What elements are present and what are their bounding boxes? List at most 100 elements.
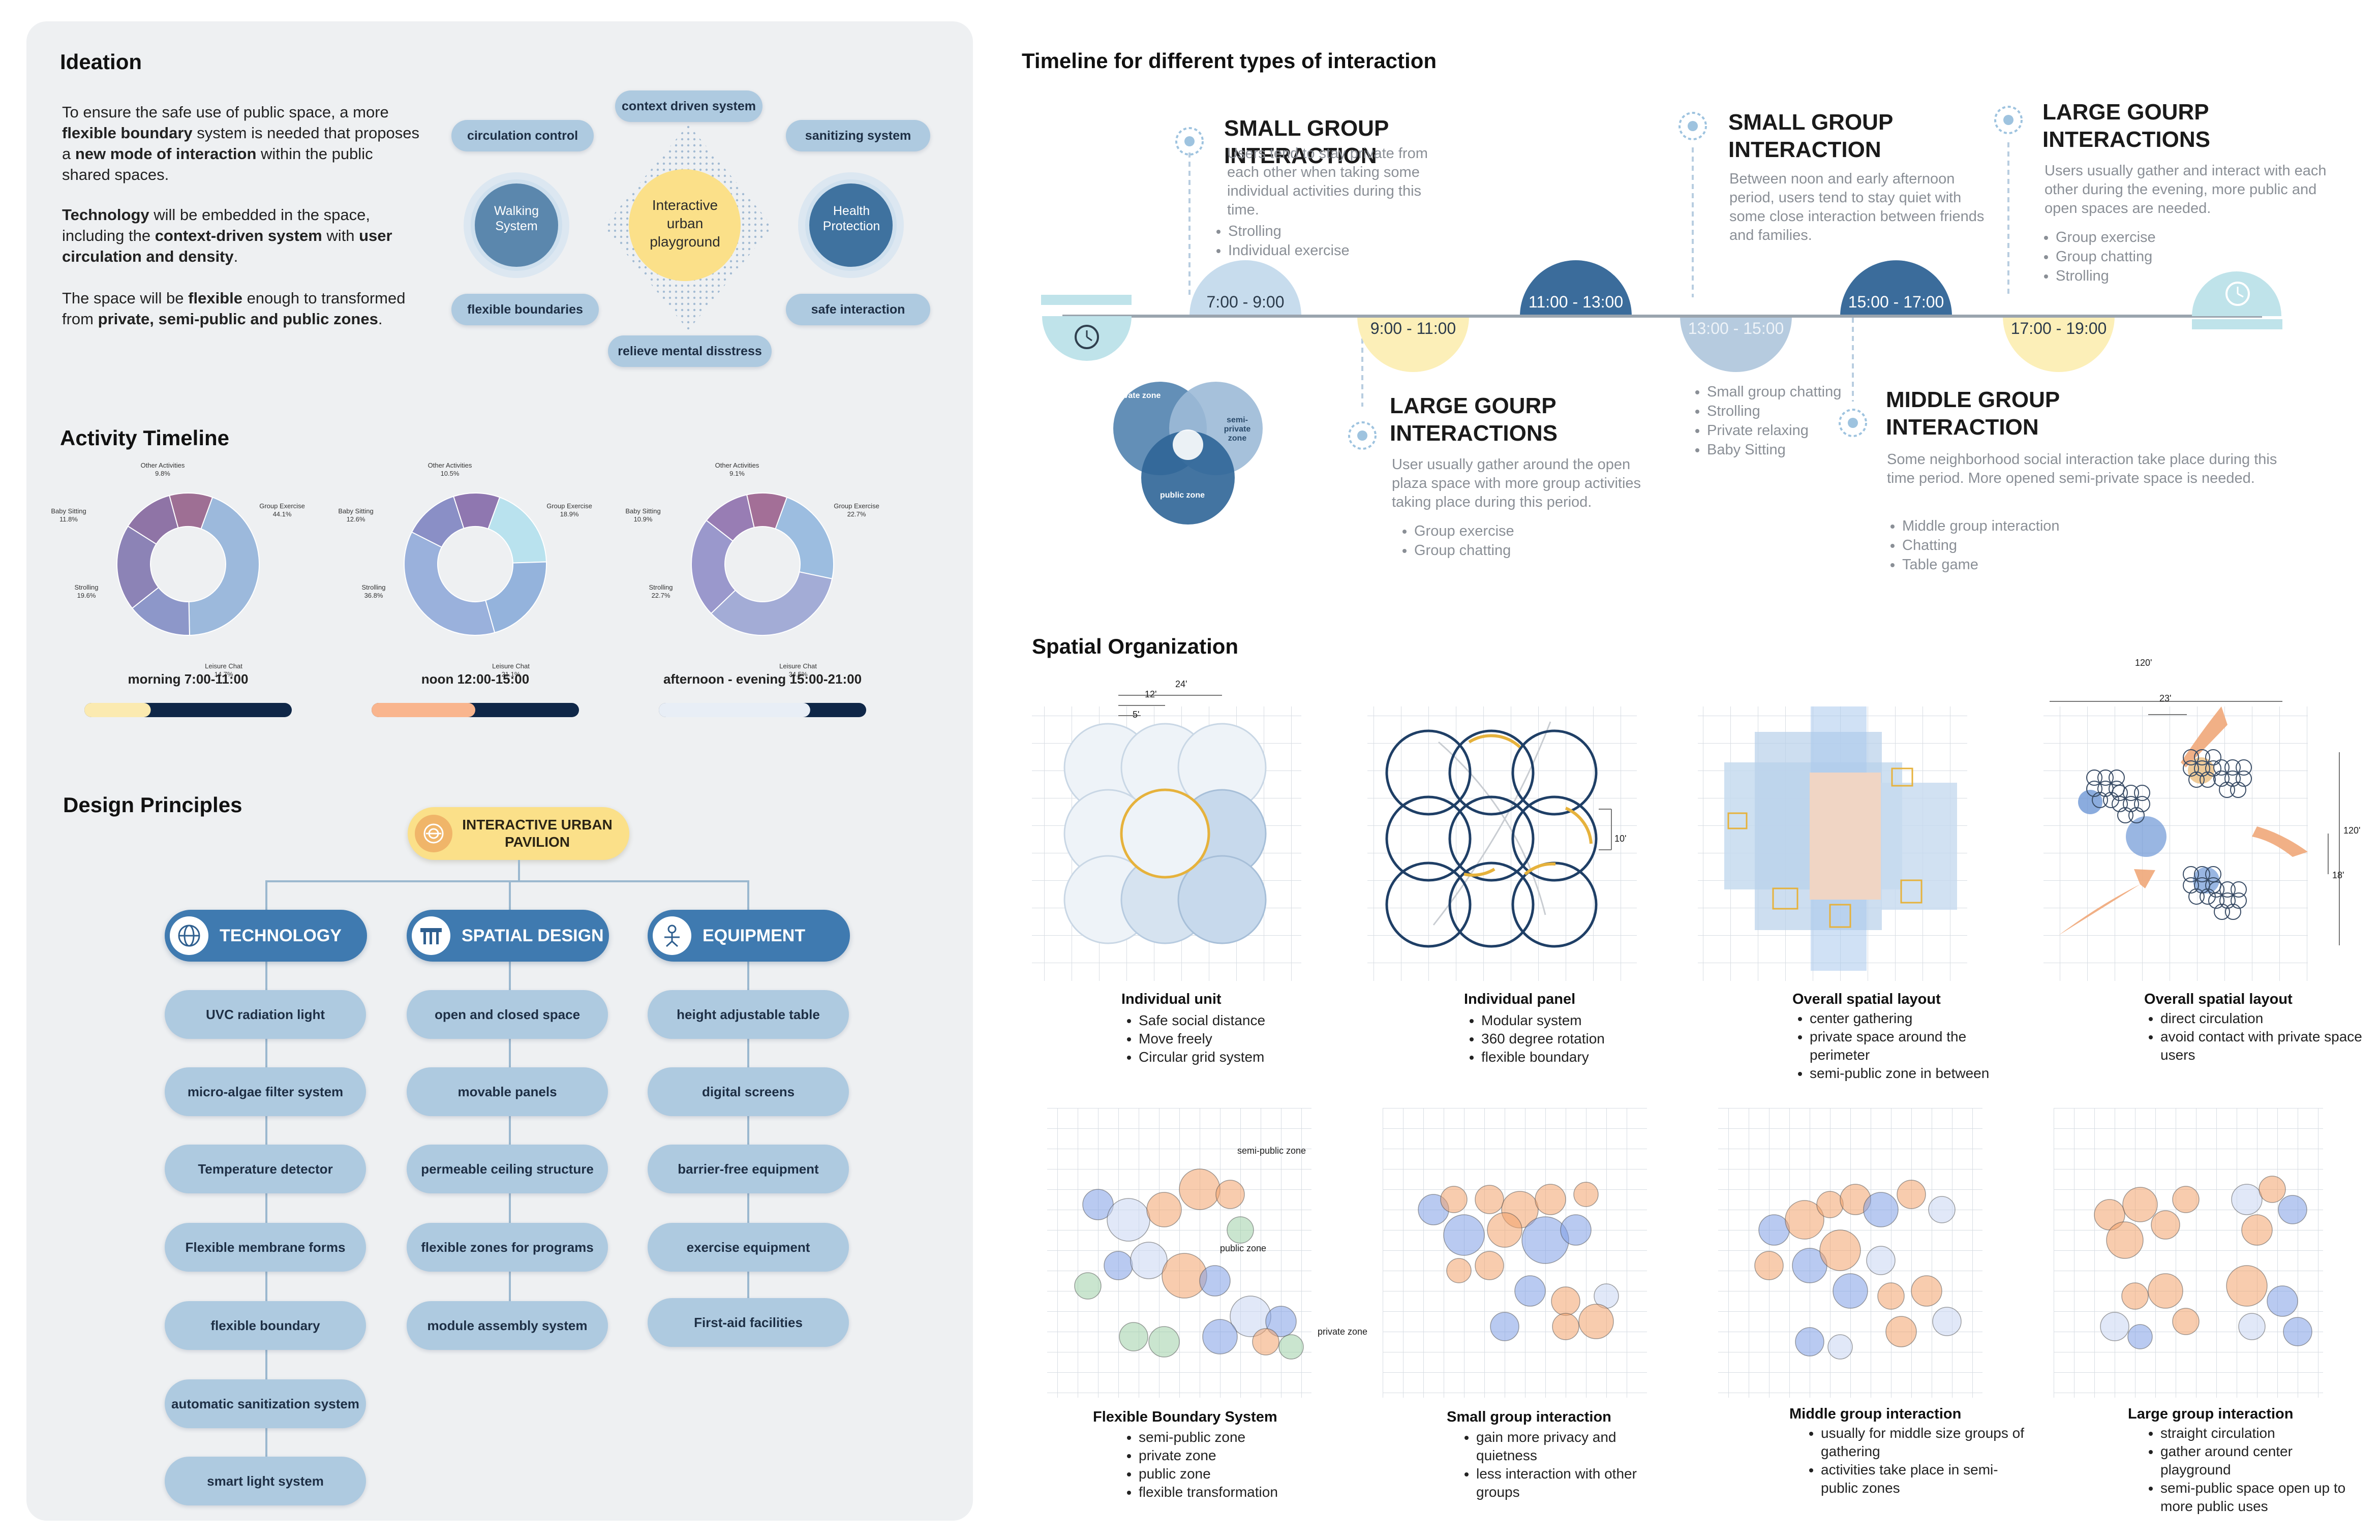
time-label-15-17: 15:00 - 17:00 xyxy=(1848,293,1944,311)
target-icon xyxy=(1679,112,1707,140)
ideation-paragraph-1: To ensure the safe use of public space, … xyxy=(62,103,419,183)
pill-circulation-control: circulation control xyxy=(451,120,594,151)
list-item: avoid contact with private space users xyxy=(2160,1028,2364,1064)
list-item: private zone xyxy=(1139,1446,1342,1465)
list-item: Group exercise xyxy=(1414,521,1514,541)
bubble xyxy=(2278,1195,2307,1224)
cluster-circle xyxy=(2231,881,2247,898)
cluster-circle xyxy=(2183,760,2199,777)
tech-item-temperature: Temperature detector xyxy=(165,1145,366,1193)
cluster-circle xyxy=(2123,785,2139,801)
venn-private-label: private zone xyxy=(1113,391,1161,400)
list-item: Strolling xyxy=(1228,222,1350,241)
cluster-circle xyxy=(2086,781,2102,797)
bubble xyxy=(1819,1229,1861,1271)
spatial-row1-list-3: center gathering private space around th… xyxy=(1791,1009,2013,1083)
large-group-1-title: LARGE GOURP INTERACTIONS xyxy=(1390,393,1558,446)
bubble xyxy=(1816,1191,1844,1218)
donut-value: 9.8% xyxy=(155,470,170,477)
venn-center xyxy=(1173,429,1203,460)
tree-connector xyxy=(747,956,749,1311)
bubble xyxy=(2122,1187,2158,1222)
pill-sanitizing-system: sanitizing system xyxy=(786,120,930,151)
tech-item-uvc: UVC radiation light xyxy=(165,990,366,1039)
bubble xyxy=(1119,1322,1148,1351)
spatial-item-flexible-zones: flexible zones for programs xyxy=(407,1223,608,1272)
playground-circle xyxy=(629,169,741,281)
bubble xyxy=(1446,1258,1472,1283)
spatial-item-movable-panels: movable panels xyxy=(407,1067,608,1116)
cluster-circle xyxy=(2224,759,2241,776)
individual-panel-diagram xyxy=(1367,706,1637,981)
bubble xyxy=(2121,1282,2149,1310)
tech-item-sanitization: automatic sanitization system xyxy=(165,1379,366,1428)
donut-caption: noon 12:00-15:00 xyxy=(421,671,529,687)
zone-label-semi-public: semi-public zone xyxy=(1237,1146,1306,1156)
donut-value: 14.7% xyxy=(215,670,233,678)
spatial-item-ceiling: permeable ceiling structure xyxy=(407,1145,608,1193)
cluster-circle xyxy=(2213,771,2230,787)
bubble xyxy=(1278,1334,1304,1360)
cluster-circle xyxy=(2183,877,2199,894)
cluster-circle xyxy=(2183,866,2199,882)
donut-slice xyxy=(710,571,833,636)
design-principles-title: Design Principles xyxy=(63,793,242,817)
spatial-row1-list-4: direct circulation avoid contact with pr… xyxy=(2142,1009,2364,1064)
list-item: Safe social distance xyxy=(1139,1011,1342,1030)
donut-value: 19.6% xyxy=(77,592,96,599)
donut-label: Leisure Chat xyxy=(205,662,242,670)
timeline-start-marker xyxy=(1042,316,1132,361)
ideation-paragraph-3: The space will be flexible enough to tra… xyxy=(62,289,406,328)
cluster-circle xyxy=(2112,785,2128,801)
cluster-circle xyxy=(2092,792,2108,808)
spatial-row2-title-2: Small group interaction xyxy=(1447,1409,1611,1425)
time-progress-fill xyxy=(84,703,151,717)
pill-flexible-boundaries: flexible boundaries xyxy=(451,294,599,325)
bubble xyxy=(2226,1265,2268,1307)
list-item: Strolling xyxy=(2056,266,2156,286)
bubble xyxy=(1227,1216,1254,1244)
bubble xyxy=(1552,1313,1579,1340)
donut-value: 22.7% xyxy=(847,510,866,518)
large-group-2-desc: Users usually gather and interact with e… xyxy=(2045,163,2327,217)
small-group-diagram xyxy=(1383,1108,1647,1398)
small-group-2-title: SMALL GROUP INTERACTION xyxy=(1728,110,1893,162)
equipment-item-exercise: exercise equipment xyxy=(648,1223,849,1272)
list-item: Baby Sitting xyxy=(1707,440,1841,459)
bubble xyxy=(2283,1317,2312,1346)
spatial-item-module-assembly: module assembly system xyxy=(407,1301,608,1350)
list-item: Middle group interaction xyxy=(1902,516,2060,536)
dim-label: 120' xyxy=(2343,825,2361,836)
large-group-1-desc: User usually gather around the open plaz… xyxy=(1392,456,1641,510)
overall-layout-2-diagram xyxy=(2043,701,2340,981)
column-head-label: SPATIAL DESIGN xyxy=(462,926,604,945)
donut-label: Group Exercise xyxy=(259,502,305,510)
column-head-spatial-design: SPATIAL DESIGN xyxy=(407,910,609,962)
time-label-13-15: 13:00 - 15:00 xyxy=(1688,319,1784,337)
spatial-row2-list-2: gain more privacy and quietness less int… xyxy=(1458,1428,1669,1501)
bubble xyxy=(2106,1221,2144,1259)
donut-caption: morning 7:00-11:00 xyxy=(128,671,249,687)
spatial-row1-title-2: Individual panel xyxy=(1464,991,1576,1007)
donut-label: Strolling xyxy=(75,583,99,591)
tree-connector xyxy=(265,880,748,882)
small-group-1-list: Strolling Individual exercise xyxy=(1208,222,1350,260)
time-progress-fill xyxy=(372,703,475,717)
tree-connector xyxy=(518,860,520,881)
dim-label: 23' xyxy=(2159,693,2172,703)
list-item: Table game xyxy=(1902,555,2060,574)
column-head-label: TECHNOLOGY xyxy=(220,926,342,945)
time-label-9-11: 9:00 - 11:00 xyxy=(1370,319,1456,337)
cluster-circle xyxy=(2230,782,2246,798)
large-group-2-list: Group exercise Group chatting Strolling xyxy=(2035,228,2156,286)
health-protection-circle xyxy=(805,179,897,271)
bubble xyxy=(1146,1192,1182,1227)
bubble xyxy=(1560,1214,1592,1246)
donut-slice xyxy=(746,492,788,530)
activity-timeline-title: Activity Timeline xyxy=(60,426,230,450)
list-item: flexible boundary xyxy=(1481,1048,1685,1066)
bubble xyxy=(1514,1275,1546,1307)
donut-label: Strolling xyxy=(649,583,673,591)
donut-value: 11.8% xyxy=(59,515,78,523)
list-item: semi-public space open up to more public… xyxy=(2160,1479,2354,1516)
